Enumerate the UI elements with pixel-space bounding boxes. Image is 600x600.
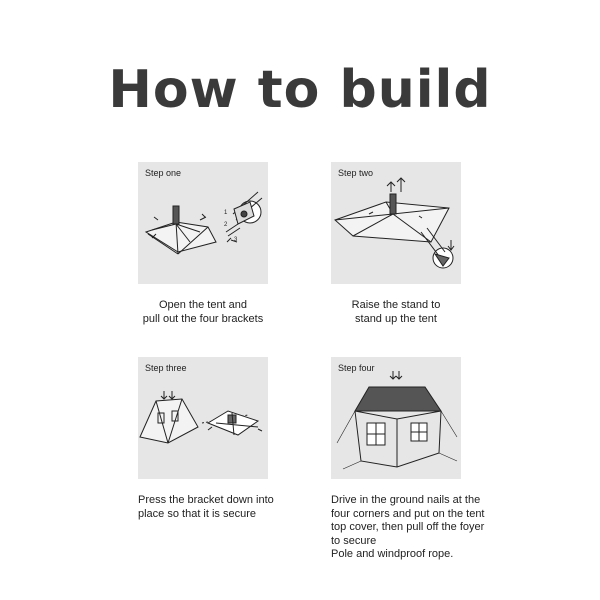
step-four-caption-line-3: top cover, then pull off the foyer: [331, 521, 485, 533]
step-four-label: Step four: [338, 363, 375, 373]
step-two-label: Step two: [338, 168, 374, 178]
step-one-caption-line-1: Open the tent and: [158, 299, 248, 311]
step-one-caption: Open the tent and pull out the four brac…: [138, 299, 268, 326]
step-one-number-3: 3: [234, 237, 238, 243]
step-four-caption-line-5: Pole and windproof rope.: [331, 548, 454, 560]
step-one-illustration: 1 2 3: [144, 191, 263, 255]
step-one-label: Step one: [145, 168, 182, 178]
step-one-number-1: 1: [224, 210, 228, 216]
step-three-caption: Press the bracket down into place so tha…: [138, 494, 288, 521]
step-one-panel: Step one 1 2 3: [138, 162, 268, 284]
step-two-caption-line-2: stand up the tent: [355, 312, 437, 325]
step-four-illustration: [336, 371, 458, 470]
step-four-caption-line-4: to secure: [331, 534, 377, 547]
page-title: How to build: [108, 60, 492, 120]
step-three-caption-line-1: Press the bracket down into: [138, 494, 274, 506]
step-two-caption-line-1: Raise the stand to: [351, 299, 441, 311]
step-two-caption: Raise the stand to stand up the tent: [331, 299, 461, 326]
step-three-label: Step three: [145, 363, 187, 373]
step-two-illustration: [334, 177, 455, 269]
step-one-number-2: 2: [224, 222, 228, 228]
step-two-panel: Step two: [331, 162, 461, 284]
step-three-caption-line-2: place so that it is secure: [138, 507, 257, 520]
step-one-caption-line-2: pull out the four brackets: [142, 312, 264, 325]
step-four-caption-line-1: Drive in the ground nails at the: [331, 494, 481, 506]
step-three-panel: Step three: [138, 357, 268, 479]
step-four-panel: Step four: [331, 357, 461, 479]
step-four-caption: Drive in the ground nails at the four co…: [331, 494, 501, 562]
step-four-caption-line-2: four corners and put on the tent: [331, 507, 485, 520]
step-three-illustration: [139, 391, 263, 444]
